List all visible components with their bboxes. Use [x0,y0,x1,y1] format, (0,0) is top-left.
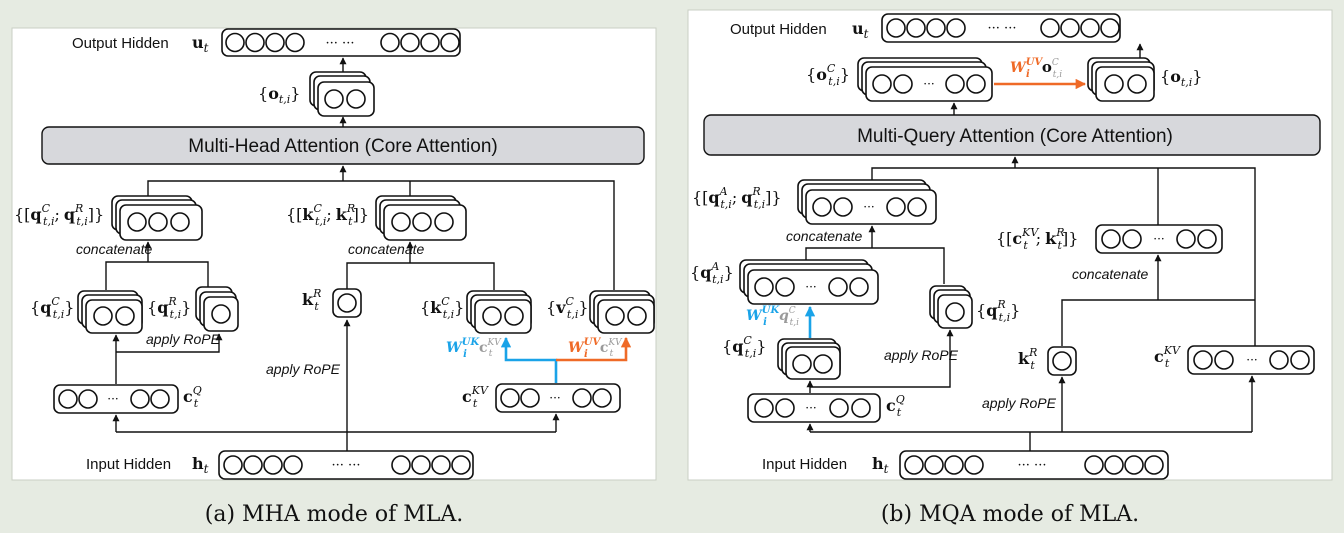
b-input-symbol: ht [872,454,889,476]
a-attention-label: Multi-Head Attention (Core Attention) [188,136,497,157]
svg-text:···: ··· [805,401,816,415]
a-output-label: Output Hidden [72,35,169,52]
a-output-hidden: Output Hidden ut ··· ··· [72,28,461,57]
b-output-symbol: ut [852,19,869,41]
a-output-symbol: ut [192,33,209,55]
svg-text:···: ··· [549,391,560,405]
b-o-label: {ot,i} [1160,67,1202,89]
a-input-hidden: Input Hidden ht ··· ··· [86,450,474,480]
a-o-label: {ot,i} [258,84,300,106]
b-concatenate-q: concatenate [786,228,862,244]
b-input-label: Input Hidden [762,456,847,473]
b-concatenate-kv: concatenate [1072,266,1148,282]
svg-text:··· ···: ··· ··· [988,21,1017,36]
a-input-symbol: ht [192,454,209,476]
svg-text:··· ···: ··· ··· [1018,458,1047,473]
a-uv-path [556,336,632,362]
svg-text:··· ···: ··· ··· [332,458,361,473]
a-uk-path [500,336,558,383]
a-input-label: Input Hidden [86,456,171,473]
svg-text:···: ··· [923,77,934,91]
a-concatenate-k: concatenate [348,241,424,257]
svg-text:··· ···: ··· ··· [326,36,355,51]
b-rope-q: apply RoPE [884,347,959,363]
a-o-stack: {ot,i} [258,71,375,117]
svg-text:···: ··· [1246,353,1257,367]
b-attention-block [703,114,1321,156]
panel-a: Output Hidden ut ··· ··· {ot,i} Multi- [11,27,657,527]
b-input-hidden: Input Hidden ht ··· ··· [762,450,1169,480]
b-output-label: Output Hidden [730,21,827,38]
b-o-stack: {ot,i} [1087,57,1202,102]
a-attention-block [41,126,645,165]
svg-text:···: ··· [805,280,816,294]
svg-text:···: ··· [1153,232,1164,246]
svg-text:···: ··· [107,392,118,406]
b-caption: (b) MQA mode of MLA. [881,502,1139,527]
a-rope-k: apply RoPE [266,361,341,377]
b-output-hidden: Output Hidden ut ··· ··· [730,13,1121,43]
a-caption: (a) MHA mode of MLA. [205,502,463,527]
a-concatenate-q: concatenate [76,241,152,257]
svg-text:···: ··· [863,200,874,214]
a-rope-q: apply RoPE [146,331,221,347]
b-rope-k: apply RoPE [982,395,1057,411]
b-attention-label: Multi-Query Attention (Core Attention) [857,126,1173,147]
